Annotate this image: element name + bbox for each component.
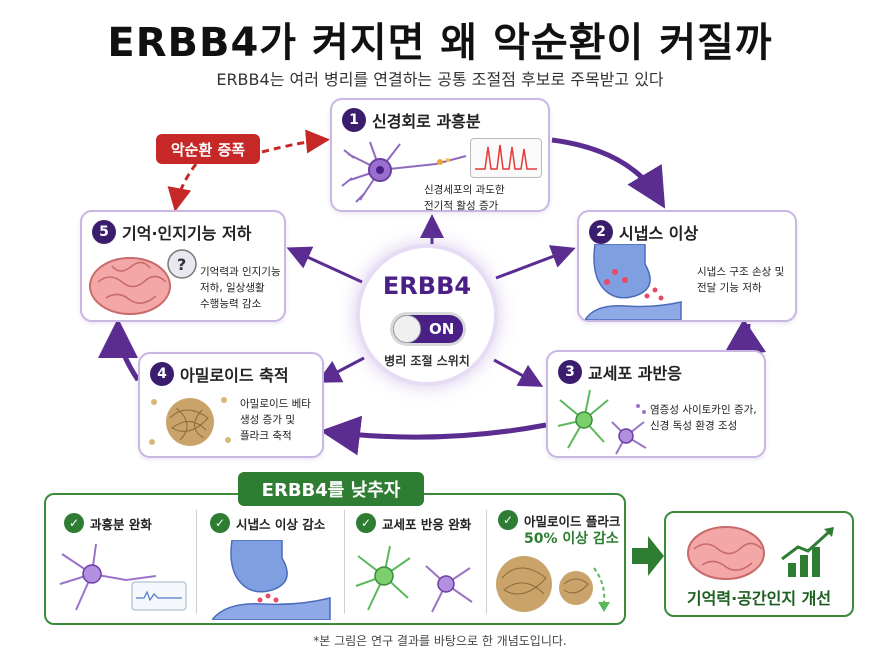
- check-icon: ✓: [356, 513, 376, 533]
- step-4-header: 4 아밀로이드 축적: [150, 362, 289, 386]
- result-label: 기억력·공간인지 개선: [686, 589, 832, 608]
- arrow-2-to-3: [721, 318, 767, 358]
- divider: [486, 510, 487, 614]
- neuron-icon: [341, 141, 467, 203]
- arrow-3-to-4: [320, 415, 547, 456]
- step-5-header: 5 기억·인지기능 저하: [92, 220, 251, 244]
- page-subtitle: ERBB4는 여러 병리를 연결하는 공통 조절점 후보로 주목받고 있다: [216, 70, 664, 89]
- arrow-center-to-3: [493, 358, 544, 387]
- step-number: 1: [342, 108, 366, 132]
- arrow-center-to-2: [495, 245, 576, 280]
- page-title: ERBB4가 켜지면 왜 악순환이 커질까: [107, 20, 773, 66]
- step-title: 시냅스 이상: [619, 224, 699, 243]
- improved-brain-icon: [687, 526, 834, 580]
- result-arrow: [632, 536, 664, 576]
- step-number: 3: [558, 360, 582, 384]
- spike-chart-icon: [470, 138, 542, 178]
- calm-glia-icon: [355, 545, 473, 613]
- on-toggle-switch: ON: [390, 312, 466, 346]
- step-2-header: 2 시냅스 이상: [589, 220, 698, 244]
- benefit-hyperexcitability: ✓ 과흥분 완화: [64, 513, 152, 533]
- intervention-title: ERBB4를 낮추자: [238, 472, 424, 506]
- divider: [196, 510, 197, 614]
- erbb4-switch-hub: ERBB4 ON 병리 조절 스위치: [356, 244, 498, 386]
- result-panel: 기억력·공간인지 개선: [664, 511, 854, 617]
- brain-icon: ?: [89, 249, 197, 315]
- switch-caption: 병리 조절 스위치: [384, 354, 470, 368]
- svg-text:?: ?: [177, 255, 186, 274]
- divider: [344, 510, 345, 614]
- check-icon: ✓: [498, 510, 518, 530]
- check-icon: ✓: [210, 513, 230, 533]
- step-1-header: 1 신경회로 과흥분: [342, 108, 481, 132]
- synapse-icon: [585, 244, 682, 320]
- footnote: *본 그림은 연구 결과를 바탕으로 한 개념도입니다.: [313, 634, 567, 648]
- toggle-on-label: ON: [429, 320, 455, 338]
- arrow-4-to-5: [98, 318, 141, 382]
- step-3-header: 3 교세포 과반응: [558, 360, 682, 384]
- step-3-desc: 염증성 사이토카인 증가,신경 독성 환경 조성: [650, 404, 757, 432]
- benefit-amyloid: ✓ 아밀로이드 플라크: [498, 510, 620, 530]
- amplify-arrow-to-5: [167, 163, 198, 212]
- arrow-1-to-2: [551, 137, 666, 209]
- benefit-glia: ✓ 교세포 반응 완화: [356, 513, 471, 533]
- check-icon: ✓: [64, 513, 84, 533]
- step-number: 2: [589, 220, 613, 244]
- amplify-arrow-to-1: [261, 129, 330, 154]
- benefit-synapse: ✓ 시냅스 이상 감소: [210, 513, 325, 533]
- plaque-reduction-value: 50% 이상 감소: [524, 531, 619, 547]
- arrow-center-to-5: [286, 246, 363, 284]
- step-number: 5: [92, 220, 116, 244]
- step-title: 신경회로 과흥분: [372, 112, 481, 131]
- vicious-cycle-label: 악순환 증폭: [156, 134, 260, 164]
- amyloid-plaque-icon: [149, 397, 231, 446]
- arrow-center-to-4: [316, 356, 365, 383]
- calm-neuron-icon: [59, 543, 187, 611]
- toggle-knob: [393, 315, 421, 343]
- step-title: 기억·인지기능 저하: [122, 224, 252, 243]
- healthy-synapse-icon: [212, 540, 331, 620]
- plaque-reduction-icon: [496, 556, 610, 612]
- glial-cell-icon: [557, 389, 647, 455]
- step-title: 교세포 과반응: [588, 364, 682, 383]
- step-3-card: 3 교세포 과반응 염증성 사이토카인 증가,신경 독성 환경 조성: [546, 350, 766, 458]
- erbb4-label: ERBB4: [382, 272, 472, 300]
- step-number: 4: [150, 362, 174, 386]
- step-title: 아밀로이드 축적: [180, 366, 289, 385]
